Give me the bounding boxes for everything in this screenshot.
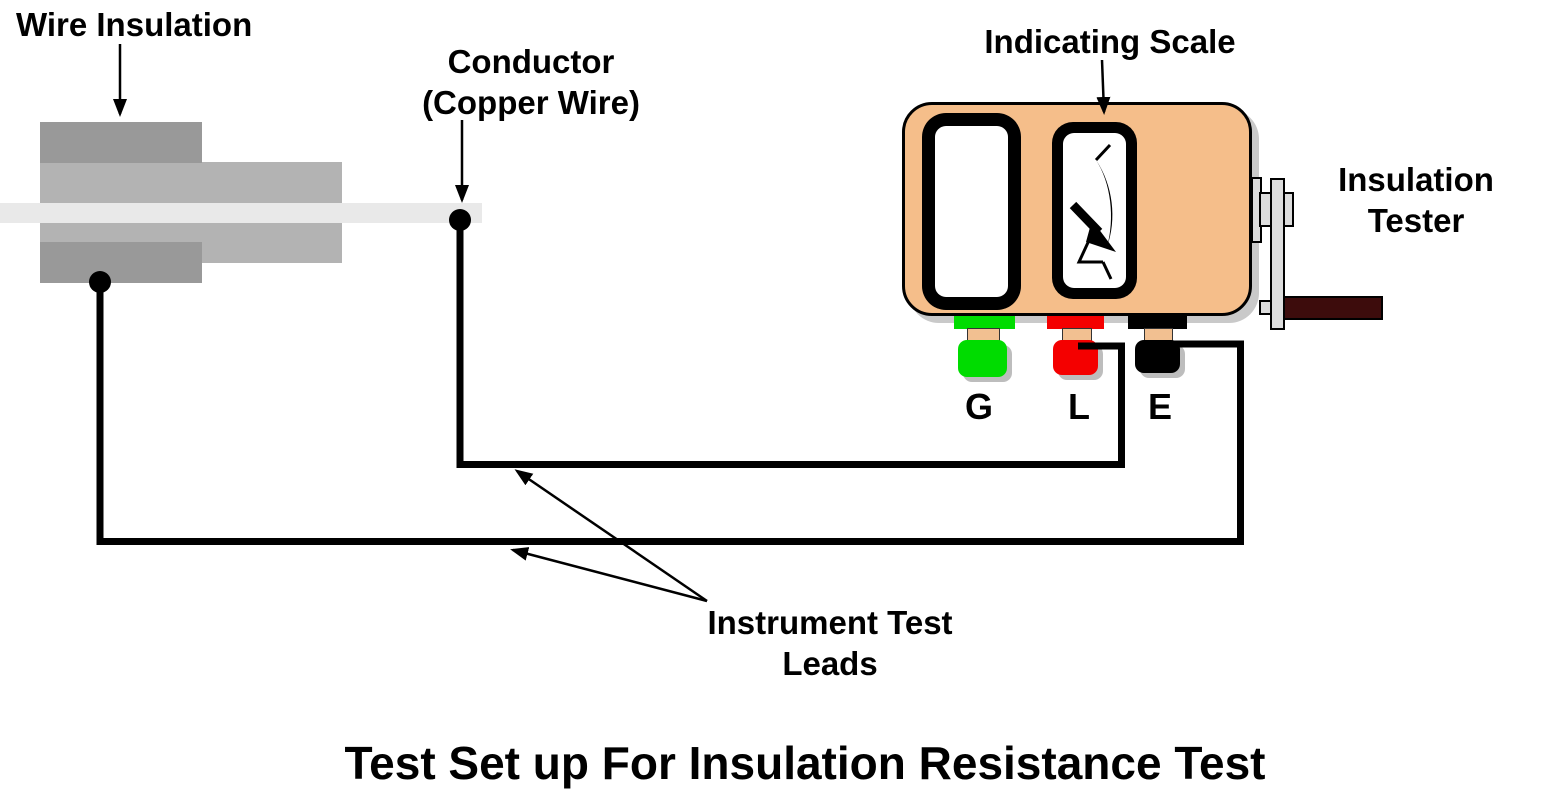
insulation-layer-outer-bottom: [40, 242, 202, 283]
label-insulation-tester: Insulation Tester: [1311, 159, 1521, 241]
meter-needle-icon: [1069, 143, 1116, 280]
terminal-l-plug: [1053, 340, 1098, 375]
conductor-copper-wire: [0, 203, 482, 223]
label-insulation-tester-line2: Tester: [1367, 202, 1465, 239]
test-leads-arrow-upper: [514, 469, 708, 603]
terminal-g-plug: [958, 340, 1007, 377]
test-leads-arrow-lower: [510, 547, 708, 603]
terminal-e-label: E: [1147, 386, 1172, 427]
label-conductor-line2: (Copper Wire): [422, 84, 640, 121]
terminal-e-plug: [1135, 340, 1180, 373]
label-conductor-line1: Conductor: [447, 43, 615, 80]
diagram-title: Test Set up For Insulation Resistance Te…: [344, 737, 1266, 789]
label-wire-insulation: Wire Insulation: [16, 6, 253, 43]
label-conductor: Conductor (Copper Wire): [381, 41, 681, 123]
label-insulation-tester-line1: Insulation: [1338, 161, 1494, 198]
label-indicating-scale: Indicating Scale: [984, 23, 1236, 60]
label-instrument-test-leads-line1: Instrument Test: [707, 604, 953, 641]
terminal-l-label: L: [1068, 386, 1090, 427]
tester-left-window-screen: [935, 126, 1008, 297]
mounting-plate-outer: [1270, 178, 1285, 330]
label-instrument-test-leads: Instrument Test Leads: [680, 602, 980, 684]
crank-handle: [1283, 296, 1383, 320]
tester-indicating-scale-screen: [1063, 133, 1126, 288]
tester-left-window: [922, 113, 1021, 310]
label-instrument-test-leads-line2: Leads: [782, 645, 878, 682]
terminal-g-label: G: [964, 386, 993, 427]
insulation-layer-outer-top: [40, 122, 202, 163]
tester-indicating-scale-window: [1052, 122, 1137, 299]
